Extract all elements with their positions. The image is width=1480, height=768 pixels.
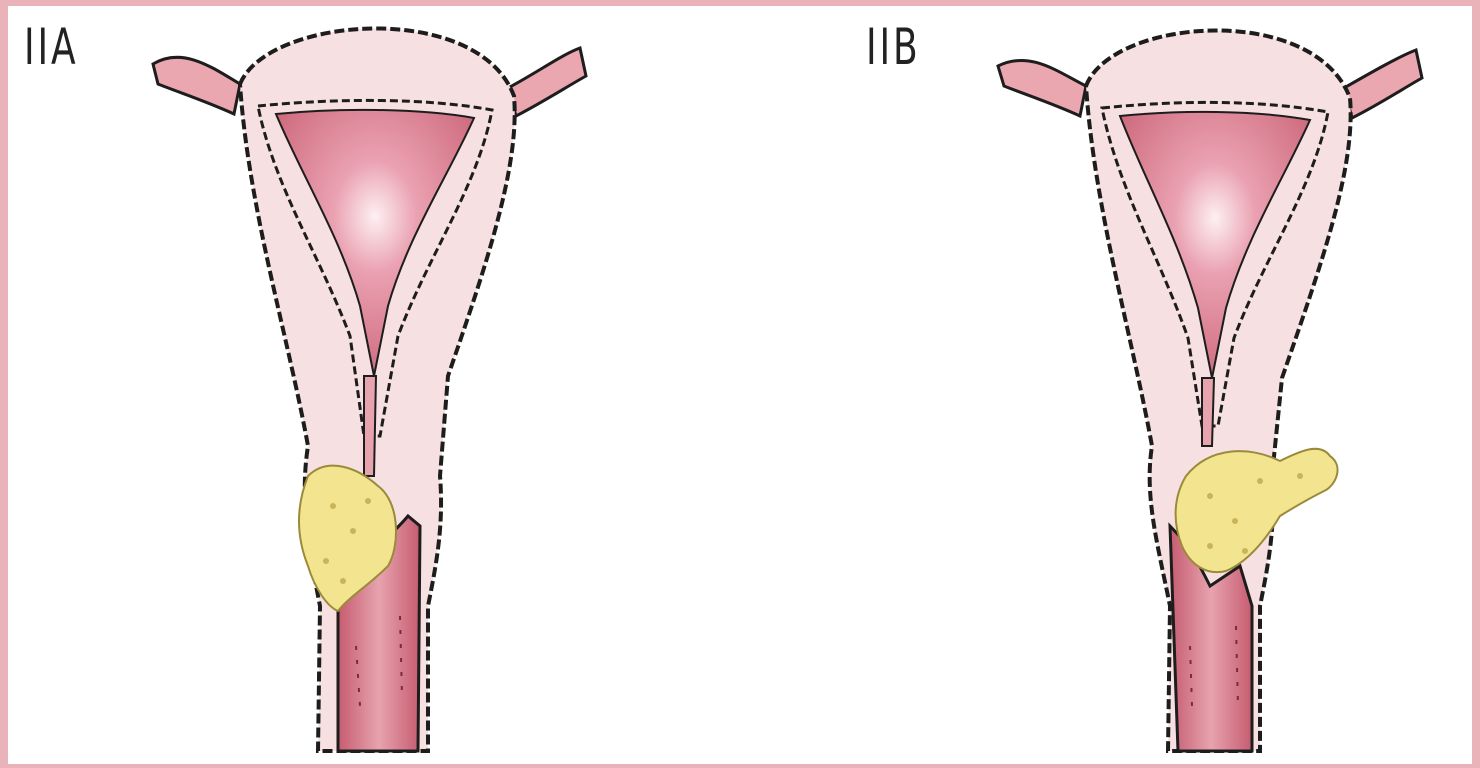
- cervical-canal: [1202, 378, 1214, 446]
- uterus-diagram-iia: [8, 6, 740, 764]
- cervical-canal: [364, 376, 376, 476]
- stage-label-iib: IIB: [866, 18, 921, 76]
- panel-iib: IIB: [740, 6, 1472, 764]
- uterus-diagram-iib: [740, 6, 1472, 764]
- stage-label-iia: IIA: [24, 18, 79, 76]
- right-fallopian-tube: [1344, 50, 1422, 118]
- right-fallopian-tube: [508, 48, 586, 116]
- left-fallopian-tube: [153, 57, 240, 114]
- panel-iia: IIA: [8, 6, 740, 764]
- left-fallopian-tube: [998, 60, 1086, 116]
- figure-frame: IIA: [8, 6, 1472, 764]
